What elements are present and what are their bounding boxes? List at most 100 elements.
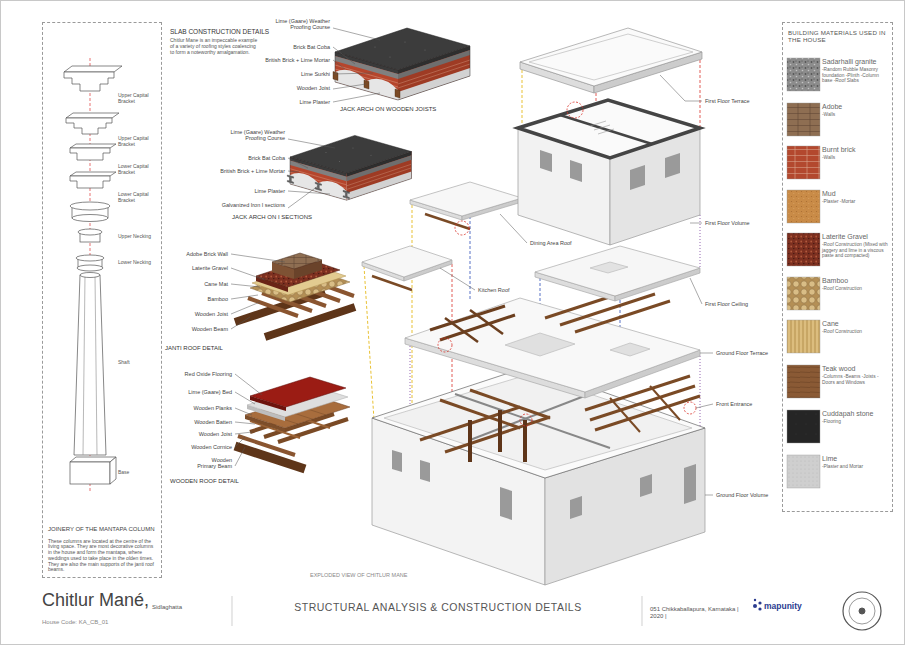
stamp-seal xyxy=(859,608,865,614)
part-label: Kitchen Roof xyxy=(478,287,528,293)
node-heading: Cane xyxy=(822,320,890,328)
mantapa-column xyxy=(70,172,116,176)
first-floor-ceiling xyxy=(590,262,628,273)
mantapa-column xyxy=(72,215,108,222)
mantapa-column xyxy=(70,202,110,210)
material-swatch xyxy=(787,146,820,179)
first-floor-volume xyxy=(540,150,680,190)
alignment-line xyxy=(364,60,700,428)
material-swatch xyxy=(787,455,820,488)
leader-line xyxy=(333,28,380,40)
leader-line xyxy=(235,432,252,434)
leader-line xyxy=(235,392,255,404)
leader-line xyxy=(440,268,475,290)
jack-arch-i-sections xyxy=(315,182,321,191)
janti-beams xyxy=(445,318,478,342)
alignment-line xyxy=(522,70,523,128)
wooden-roof-detail xyxy=(235,446,305,469)
mantapa-column xyxy=(70,148,110,160)
first-floor-volume xyxy=(518,100,700,158)
part-label: Base xyxy=(118,470,160,476)
first-floor-volume xyxy=(570,160,582,182)
wooden-roof-detail xyxy=(235,377,350,469)
wooden-roof-detail xyxy=(250,377,346,407)
highlight-circle xyxy=(567,102,583,118)
first-floor-volume xyxy=(594,125,610,130)
detail-caption: JANTI ROOF DETAIL xyxy=(165,345,265,352)
part-label: First Floor Ceiling xyxy=(705,301,775,307)
layer-label: Wooden Batten xyxy=(162,419,232,425)
layer-label: Wooden Cornice xyxy=(162,444,232,450)
footer-divider xyxy=(642,596,643,626)
node-heading: Mud xyxy=(822,190,890,198)
sheet-title: STRUCTURAL ANALYSIS & CONSTRUCTION DETAI… xyxy=(236,601,640,613)
first-floor-volume xyxy=(630,165,645,190)
material-entry: Sadarhalli granite-Random Rubble Masonry… xyxy=(822,58,890,84)
leader-line xyxy=(231,28,380,466)
ground-floor-volume xyxy=(470,390,550,418)
first-floor-volume xyxy=(598,129,614,134)
mantapa-column xyxy=(70,176,110,188)
layer-label: Wooden Joist xyxy=(162,431,232,437)
mantapa-column xyxy=(77,265,103,271)
material-entry: Cuddapah stone-Flooring xyxy=(822,410,890,425)
alignment-line xyxy=(412,205,413,420)
layer-label: Wooden Joist xyxy=(260,85,330,91)
jack-arch-i-sections xyxy=(287,175,293,184)
part-label: Dining Area Roof xyxy=(530,240,590,246)
kitchen-roof xyxy=(362,246,452,277)
layer-label: Brick Bat Coba xyxy=(260,44,330,50)
part-label: Lower Capital Bracket xyxy=(118,164,160,176)
leader-line xyxy=(231,284,260,287)
house-code: House Code: KA_CB_01 xyxy=(42,619,152,626)
node-body: -Roof Construction xyxy=(822,329,890,335)
ground-floor-volume xyxy=(684,464,696,504)
mantapa-column xyxy=(70,457,116,462)
stamp-seal xyxy=(843,592,881,630)
material-entry: Adobe-Walls xyxy=(822,103,890,118)
part-label: Front Entrance xyxy=(716,401,778,407)
alignment-line xyxy=(364,266,374,420)
node-heading: Burnt brick xyxy=(822,146,890,154)
leader-line xyxy=(235,422,255,424)
part-label: Upper Capital Bracket xyxy=(118,136,160,148)
mantapa-column xyxy=(66,118,112,134)
layer-label: Lime (Gaare) Weather Proofing Course xyxy=(223,129,285,142)
leader-line xyxy=(705,495,713,496)
ground-floor-terrace xyxy=(505,333,575,356)
materials-panel: BUILDING MATERIALS USED IN THE HOUSESada… xyxy=(782,22,893,512)
mantapa-column xyxy=(80,273,100,278)
node-body: -Walls xyxy=(822,155,890,161)
material-entry: Bamboo-Roof Construction xyxy=(822,277,890,292)
layer-label: Wooden Beam xyxy=(158,326,228,332)
ground-floor-terrace xyxy=(610,343,650,356)
footer-divider xyxy=(232,596,233,626)
mantapa-column xyxy=(70,144,116,148)
mantapa-column xyxy=(66,113,119,118)
material-entry: Lime-Plaster and Mortar xyxy=(822,455,890,470)
layer-label: Lime Plaster xyxy=(260,99,330,105)
leader-line xyxy=(235,437,245,447)
janti-beams xyxy=(470,310,503,334)
highlight-circle xyxy=(684,402,696,414)
logo-icon xyxy=(753,604,757,608)
mantapa-column xyxy=(64,72,114,91)
alignment-line xyxy=(700,60,701,128)
layer-label: Red Oxide Flooring xyxy=(162,371,232,377)
stamp-seal xyxy=(843,592,881,630)
first-floor-ceiling xyxy=(535,246,700,332)
leader-line xyxy=(231,268,265,280)
highlight-circle xyxy=(520,414,532,426)
logo-icon xyxy=(754,599,756,601)
layer-label: Adobe Brick Wall xyxy=(158,251,228,257)
node-body: -Plaster and Mortar xyxy=(822,464,890,470)
node-body: These columns are located at the centre … xyxy=(48,539,156,574)
ground-floor-terrace xyxy=(405,298,700,392)
dining-area-roof xyxy=(410,182,522,216)
first-floor-ceiling xyxy=(575,301,670,332)
jack-arch-i-sections xyxy=(287,175,349,199)
layer-label: Bamboo xyxy=(158,296,228,302)
layer-label: Brick Bat Coba xyxy=(215,155,285,161)
jack-arch-i-sections xyxy=(290,135,412,200)
